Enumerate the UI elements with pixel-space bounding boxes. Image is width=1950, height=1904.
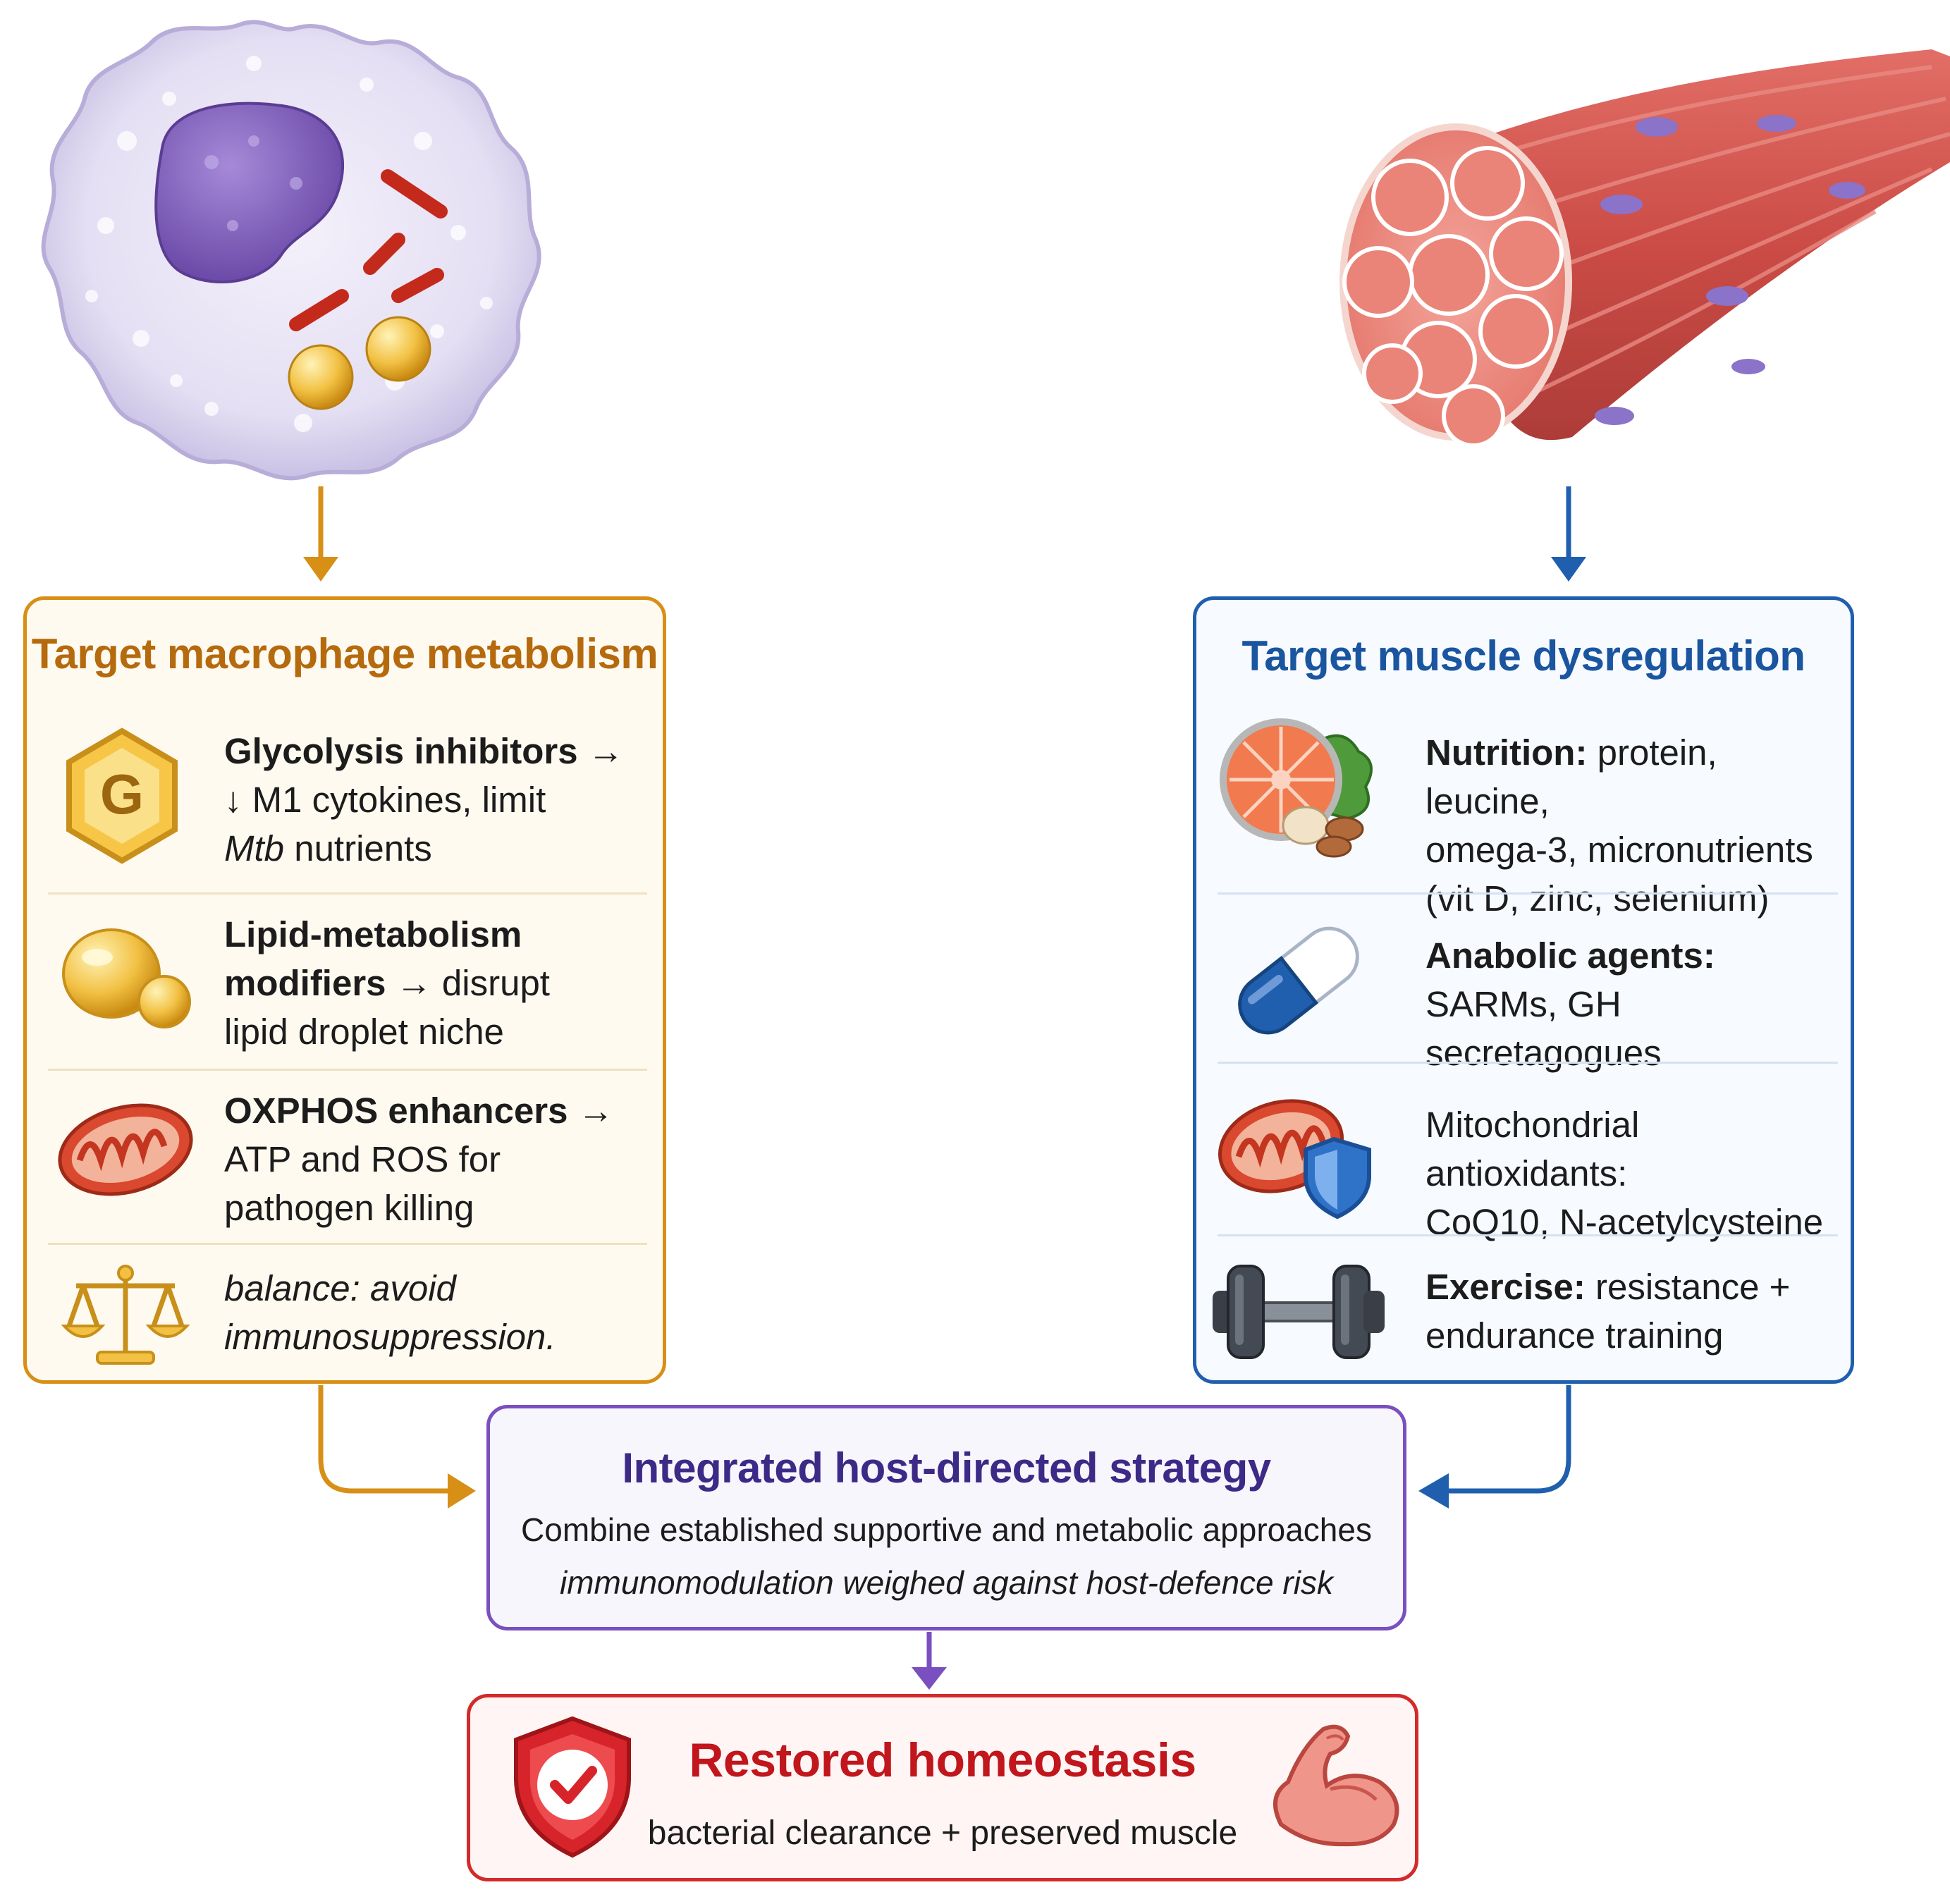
item-text: protein, leucine, (1425, 732, 1717, 821)
divider (1218, 1234, 1838, 1236)
hexagon-g-icon: G (66, 727, 178, 864)
divider (48, 892, 647, 895)
lipid-droplet-icon (62, 928, 191, 1028)
divider (1218, 892, 1838, 895)
macrophage-cell-illustration (41, 20, 541, 481)
item-bold-label: OXPHOS enhancers (224, 1091, 568, 1131)
item-bold-label: Lipid-metabolism (224, 914, 522, 954)
item-italic: Mtb (224, 828, 285, 868)
arrow-muscle-to-right-panel (1551, 486, 1586, 582)
item-text: omega-3, micronutrients (1425, 830, 1813, 870)
lipid-metabolism-item: Lipid-metabolism modifiers → disrupt lip… (224, 910, 654, 1056)
restored-homeostasis-subtitle: bacterial clearance + preserved muscle (647, 1814, 1238, 1852)
item-text: (vit D, zinc, selenium) (1425, 878, 1770, 919)
restored-homeostasis-title: Restored homeostasis (689, 1733, 1196, 1787)
capsule-icon (1238, 926, 1359, 1035)
balance-scale-icon (61, 1265, 190, 1365)
restored-homeostasis-box: Restored homeostasis bacterial clearance… (467, 1694, 1418, 1881)
integrated-strategy-title: Integrated host-directed strategy (622, 1444, 1271, 1492)
mitochondrial-antioxidants-item: Mitochondrial antioxidants: CoQ10, N-ace… (1425, 1100, 1848, 1246)
item-text: balance: avoid (224, 1268, 456, 1308)
item-arrow: → disrupt (386, 963, 550, 1003)
item-text: nutrients (284, 828, 432, 868)
item-text: SARMs, GH secretagogues (1425, 984, 1662, 1073)
item-text: ↓ M1 cytokines, limit (224, 780, 546, 820)
muscle-panel: Target muscle dysregulation Nutrition: p… (1193, 596, 1854, 1384)
integrated-strategy-box: Integrated host-directed strategy Combin… (486, 1405, 1406, 1630)
item-text: lipid droplet niche (224, 1012, 504, 1052)
macrophage-panel-title: Target macrophage metabolism (31, 630, 658, 677)
arrow-macrophage-to-left-panel (303, 486, 338, 582)
shield-check-icon (514, 1716, 631, 1858)
item-text: endurance training (1425, 1315, 1724, 1356)
mitochondrion-icon (58, 1103, 193, 1196)
item-text: Mitochondrial antioxidants: (1425, 1105, 1640, 1193)
item-bold-label: Anabolic agents: (1425, 935, 1715, 976)
dumbbell-icon (1213, 1265, 1385, 1359)
item-arrow: → (568, 1091, 614, 1131)
glycolysis-inhibitors-item: Glycolysis inhibitors → ↓ M1 cytokines, … (224, 727, 654, 873)
macrophage-panel: Target macrophage metabolism G Glycolysi… (23, 596, 666, 1384)
item-text: pathogen killing (224, 1188, 474, 1228)
muscle-fiber-bundle-illustration (1339, 49, 1950, 448)
divider (1218, 1062, 1838, 1064)
divider (48, 1069, 647, 1071)
nutrition-food-icon (1220, 718, 1373, 858)
arrow-integrated-to-homeostasis (912, 1632, 947, 1690)
divider (48, 1243, 647, 1245)
item-bold-label: modifiers (224, 963, 386, 1003)
oxphos-enhancers-item: OXPHOS enhancers → ATP and ROS for patho… (224, 1086, 654, 1232)
flexed-arm-icon (1273, 1724, 1399, 1847)
item-text: immunosuppression. (224, 1317, 556, 1357)
arrow-right-panel-to-integrated (1418, 1385, 1571, 1509)
balance-note-item: balance: avoid immunosuppression. (224, 1264, 654, 1361)
item-arrow: → (577, 731, 624, 771)
item-bold-label: Exercise: (1425, 1267, 1586, 1307)
muscle-panel-title: Target muscle dysregulation (1241, 632, 1805, 680)
item-bold-label: Nutrition: (1425, 732, 1588, 773)
svg-text:G: G (100, 763, 144, 825)
integrated-strategy-note: immunomodulation weighed against host-de… (560, 1564, 1333, 1601)
item-text: ATP and ROS for (224, 1139, 501, 1179)
item-text: CoQ10, N-acetylcysteine (1425, 1202, 1824, 1242)
integrated-strategy-text: Combine established supportive and metab… (521, 1511, 1372, 1548)
item-bold-label: Glycolysis inhibitors (224, 731, 578, 771)
arrow-left-panel-to-integrated (318, 1385, 476, 1509)
nutrition-item: Nutrition: protein, leucine, omega-3, mi… (1425, 728, 1848, 923)
exercise-item: Exercise: resistance + endurance trainin… (1425, 1263, 1848, 1360)
mitochondrion-shield-icon (1218, 1099, 1371, 1220)
item-text: resistance + (1585, 1267, 1791, 1307)
anabolic-agents-item: Anabolic agents: SARMs, GH secretagogues (1425, 931, 1848, 1077)
